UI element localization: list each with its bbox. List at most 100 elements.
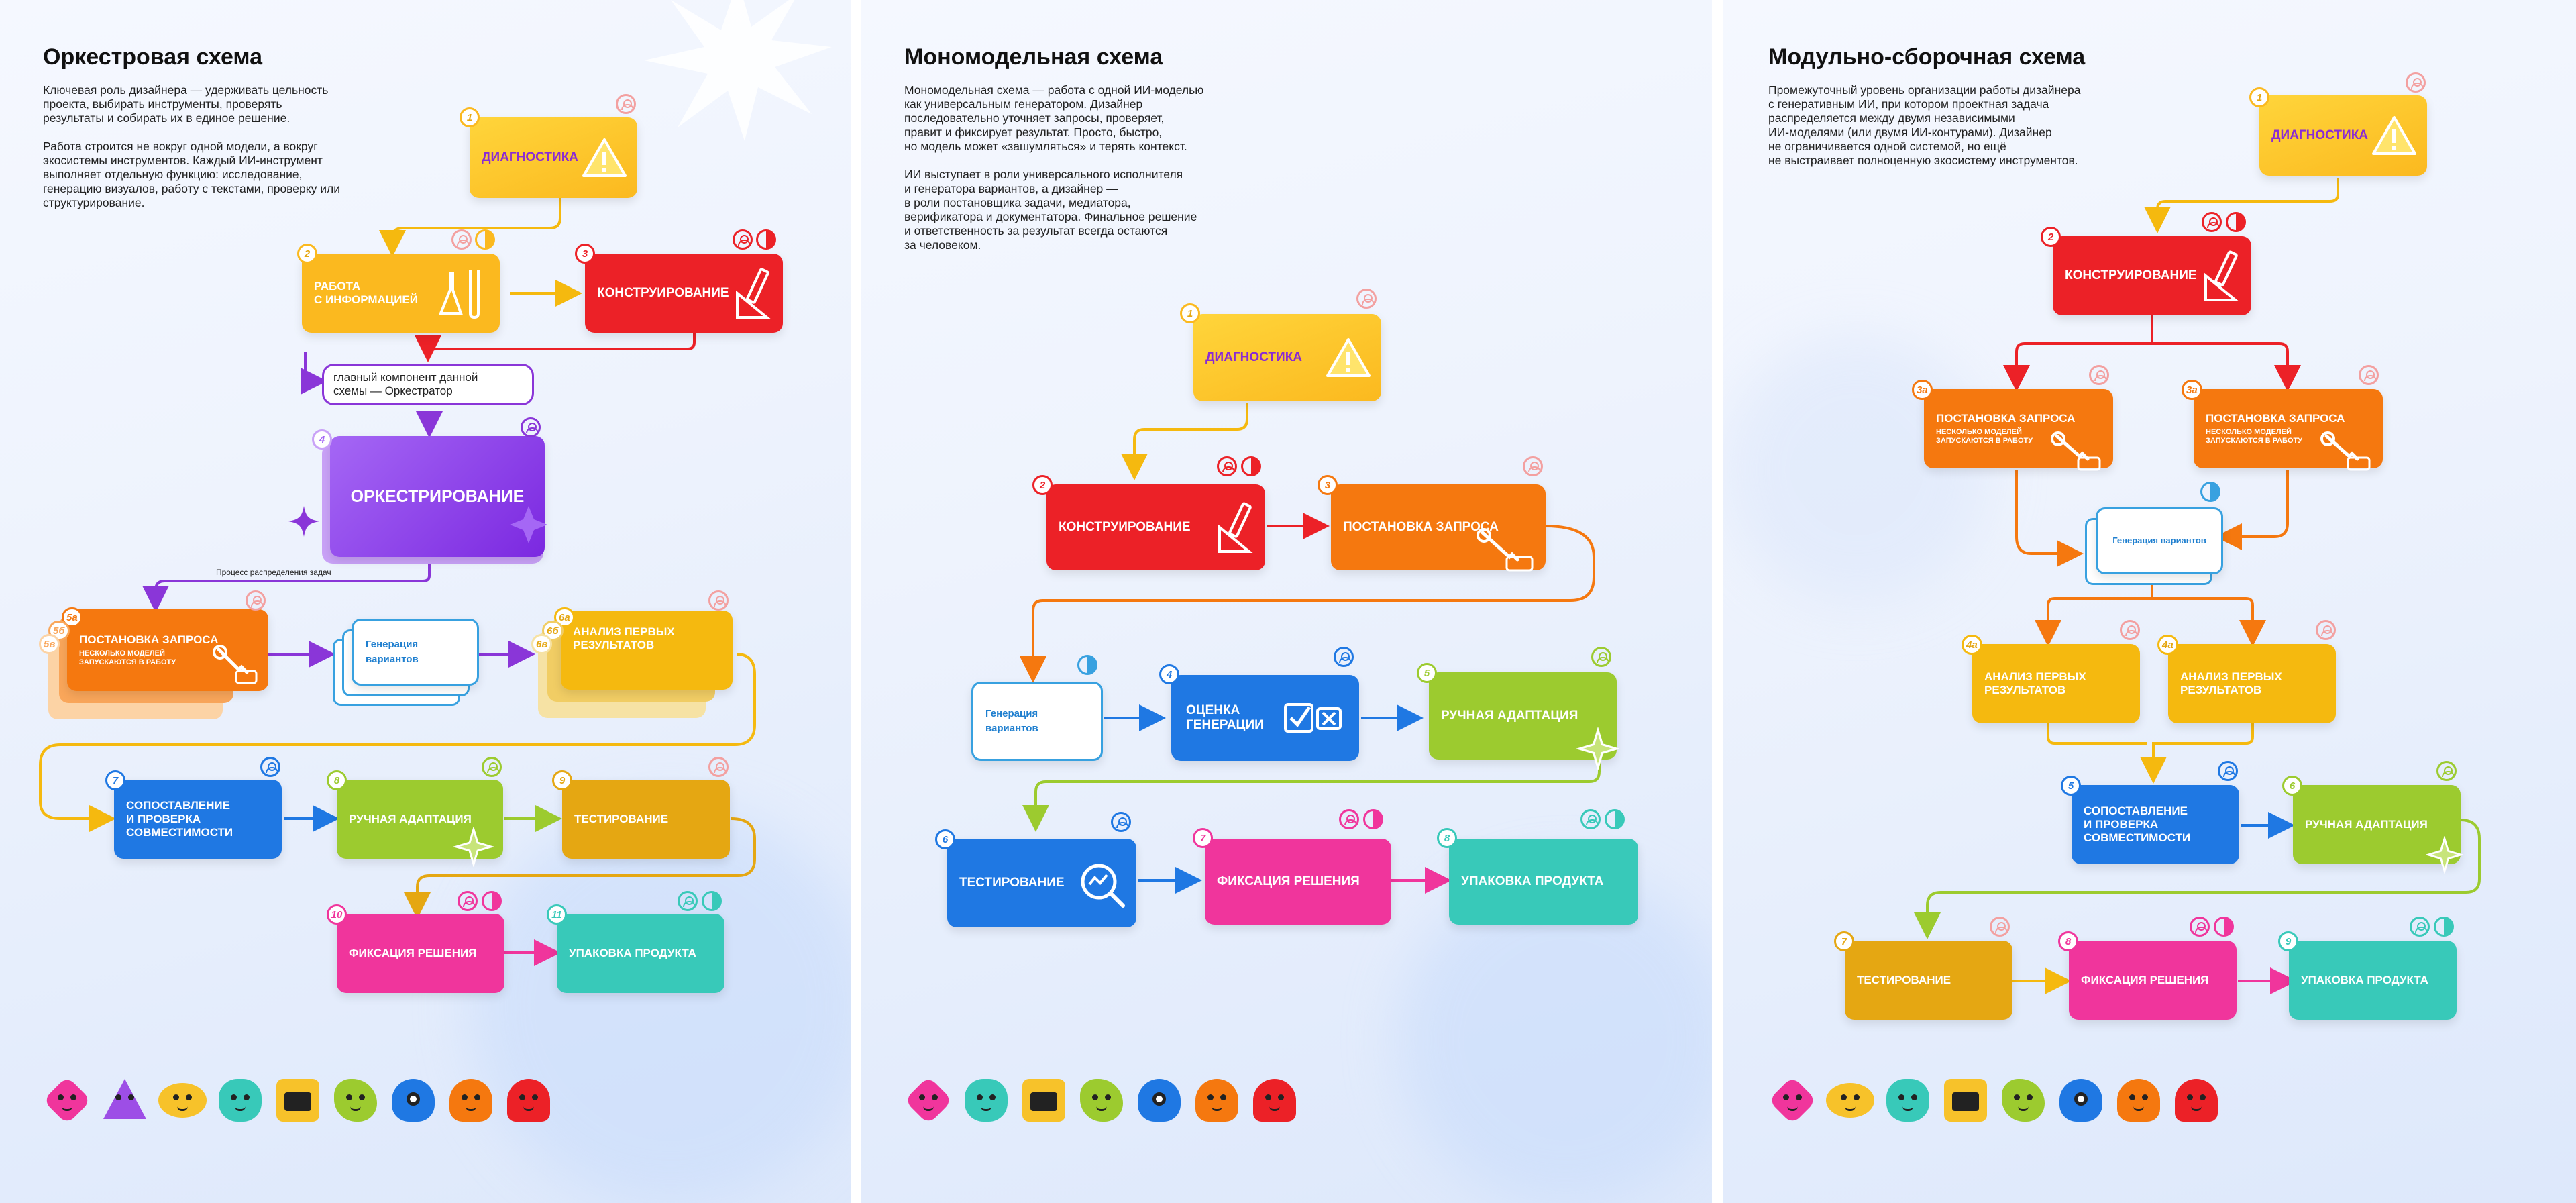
mascot-row <box>42 1076 553 1125</box>
step-number: 3а <box>2182 380 2202 400</box>
step-number: 10 <box>327 904 347 925</box>
mascot-green-blob <box>1077 1076 1126 1124</box>
person-icon <box>1334 647 1354 667</box>
panel-title: Оркестровая схема <box>43 44 263 70</box>
panel-description: Ключевая роль дизайнера — удерживать цел… <box>43 83 340 209</box>
step-testing: ТЕСТИРОВАНИЕ <box>562 780 730 859</box>
distribution-note: Процесс распределения задач <box>216 568 331 577</box>
panel-title: Мономодельная схема <box>904 44 1163 70</box>
step-label: УПАКОВКА ПРОДУКТА <box>2301 974 2428 986</box>
mascot-yellow-goggles <box>158 1076 207 1124</box>
mascot-pink-diamond <box>42 1076 92 1125</box>
mascot-orange-ghost <box>447 1076 495 1124</box>
mascot-blue-cyclops <box>2057 1076 2105 1124</box>
person-icon <box>2218 761 2238 781</box>
person-icon <box>451 229 472 250</box>
step-label: ПОСТАНОВКА ЗАПРОСА <box>79 633 219 646</box>
step-label: ФИКСАЦИЯ РЕШЕНИЯ <box>1217 874 1360 888</box>
step-number: 6 <box>2282 776 2302 796</box>
step-number: 2 <box>1032 475 1053 495</box>
ai-half-circle-icon <box>1363 809 1383 829</box>
person-icon <box>1339 809 1359 829</box>
step-number: 5 <box>2061 776 2081 796</box>
step-label: ТЕСТИРОВАНИЕ <box>959 876 1065 890</box>
panel-title: Модульно-сборочная схема <box>1768 44 2086 70</box>
mascot-yellow-tv <box>1941 1076 1990 1124</box>
step-number: 7 <box>1834 931 1854 951</box>
step-number: 4 <box>312 429 332 450</box>
mascot-pink-diamond <box>1768 1076 1817 1125</box>
step-number: 7 <box>1193 828 1213 848</box>
step-number: 9 <box>552 770 572 790</box>
step-request: ПОСТАНОВКА ЗАПРОСА <box>1331 484 1546 572</box>
person-icon <box>1990 917 2010 937</box>
star-sparkle-icon <box>288 506 319 537</box>
step-label: Генерация вариантов <box>2112 535 2206 545</box>
person-icon <box>1217 456 1237 476</box>
step-request: ПОСТАНОВКА ЗАПРОСА НЕСКОЛЬКО МОДЕЛЕЙ ЗАП… <box>67 609 268 691</box>
panel-monomodel: Мономодельная схема Мономодельная схема … <box>861 0 1712 1203</box>
airplane-icon <box>1576 727 1619 770</box>
ai-half-circle-icon <box>702 891 722 911</box>
mascot-row <box>1768 1076 2220 1125</box>
step-label: АНАЛИЗ ПЕРВЫХ РЕЗУЛЬТАТОВ <box>2180 670 2282 696</box>
ai-half-circle-icon <box>2434 917 2454 937</box>
step-label: ФИКСАЦИЯ РЕШЕНИЯ <box>349 947 477 959</box>
wrench-icon <box>213 645 258 684</box>
step-number: 5 <box>1417 663 1437 683</box>
panel-description: Промежуточный уровень организации работы… <box>1768 83 2081 167</box>
step-comparison: СОПОСТАВЛЕНИЕ И ПРОВЕРКА СОВМЕСТИМОСТИ <box>114 780 282 859</box>
mascot-blue-cyclops <box>389 1076 437 1124</box>
person-icon <box>616 94 636 114</box>
step-number: 1 <box>2249 87 2269 107</box>
step-request-b: ПОСТАНОВКА ЗАПРОСА НЕСКОЛЬКО МОДЕЛЕЙ ЗАП… <box>2194 389 2383 471</box>
step-label: АНАЛИЗ ПЕРВЫХ РЕЗУЛЬТАТОВ <box>573 625 675 651</box>
step-label: Генерация вариантов <box>985 708 1038 734</box>
wrench-icon <box>1477 528 1534 572</box>
step-information: РАБОТА С ИНФОРМАЦИЕЙ <box>302 254 500 333</box>
person-icon <box>1580 809 1601 829</box>
step-construction: КОНСТРУИРОВАНИЕ <box>1046 484 1265 570</box>
mascot-blue-cyclops <box>1135 1076 1183 1124</box>
step-analysis: АНАЛИЗ ПЕРВЫХ РЕЗУЛЬТАТОВ <box>561 611 733 690</box>
mascot-teal-round <box>962 1076 1010 1124</box>
ai-half-circle-icon <box>1605 809 1625 829</box>
burst-decoration <box>644 0 832 141</box>
ai-half-circle-icon <box>756 229 776 250</box>
step-fixation: ФИКСАЦИЯ РЕШЕНИЯ <box>337 914 504 993</box>
step-generation: Генерация вариантов <box>352 619 479 686</box>
person-icon <box>2120 620 2140 640</box>
person-icon <box>260 757 280 777</box>
magnifier-icon <box>1081 864 1125 908</box>
step-orchestration: ОРКЕСТРИРОВАНИЕ <box>330 436 545 557</box>
step-label: ПОСТАНОВКА ЗАПРОСА <box>2206 412 2345 425</box>
step-number: 8 <box>2058 931 2078 951</box>
step-label: РУЧНАЯ АДАПТАЦИЯ <box>1441 709 1578 723</box>
step-label: СОПОСТАВЛЕНИЕ И ПРОВЕРКА СОВМЕСТИМОСТИ <box>126 799 233 839</box>
step-fixation: ФИКСАЦИЯ РЕШЕНИЯ <box>2069 941 2237 1020</box>
step-label: ДИАГНОСТИКА <box>1205 350 1303 364</box>
airplane-icon <box>2426 836 2463 874</box>
step-number: 4 <box>1159 664 1179 684</box>
person-icon <box>246 590 266 611</box>
mascot-teal-round <box>216 1076 264 1124</box>
step-label: ДИАГНОСТИКА <box>2271 128 2369 142</box>
step-sublabel: НЕСКОЛЬКО МОДЕЛЕЙ ЗАПУСКАЮТСЯ В РАБОТУ <box>79 649 176 666</box>
star-sparkle-icon <box>510 506 547 543</box>
mascot-red-helmet <box>1250 1076 1299 1124</box>
person-icon <box>521 417 541 437</box>
panel-description: Мономодельная схема — работа с одной ИИ-… <box>904 83 1204 252</box>
step-diagnostics: ДИАГНОСТИКА <box>470 117 637 198</box>
person-icon <box>2436 761 2457 781</box>
mascot-red-helmet <box>504 1076 553 1124</box>
step-request-a: ПОСТАНОВКА ЗАПРОСА НЕСКОЛЬКО МОДЕЛЕЙ ЗАП… <box>1924 389 2113 471</box>
wrench-icon <box>2051 431 2101 471</box>
step-number: 1 <box>1180 303 1200 323</box>
ai-half-circle-icon <box>2214 917 2234 937</box>
step-number: 9 <box>2278 931 2298 951</box>
person-icon <box>1523 456 1543 476</box>
panel-modular: Модульно-сборочная схема Промежуточный у… <box>1723 0 2576 1203</box>
person-icon <box>2410 917 2430 937</box>
step-label: РУЧНАЯ АДАПТАЦИЯ <box>2305 818 2428 831</box>
warning-icon <box>1326 338 1371 377</box>
